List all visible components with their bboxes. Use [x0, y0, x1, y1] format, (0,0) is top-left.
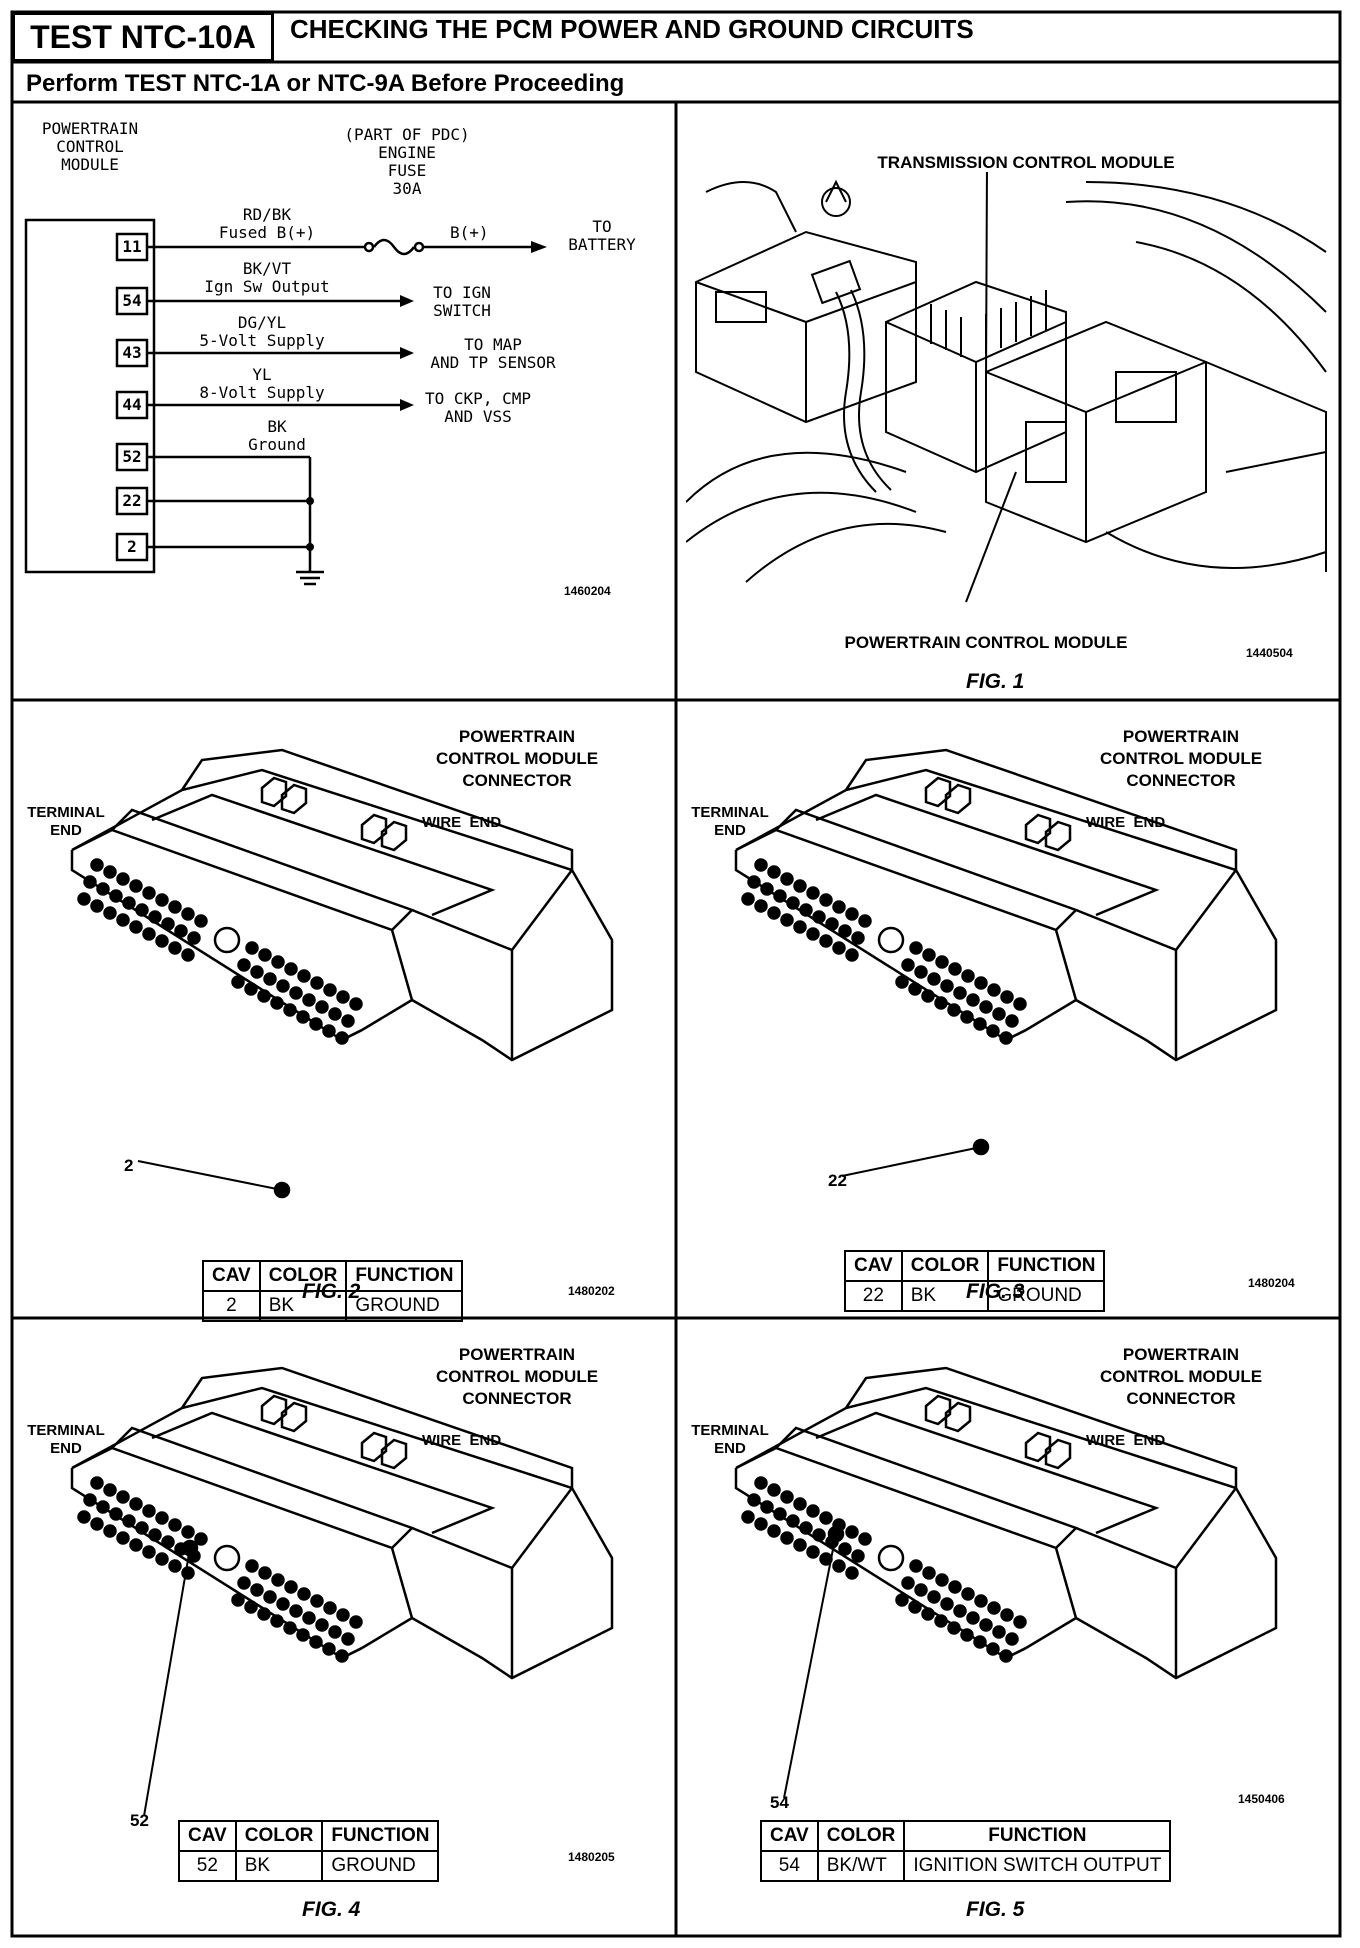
cav-table: CAV COLOR FUNCTION 2 BK GROUND [202, 1260, 464, 1322]
figure-caption: FIG. 2 [302, 1280, 361, 1303]
pin-callout-label: 22 [828, 1171, 847, 1190]
cav-table: CAV COLOR FUNCTION 52 BK GROUND [178, 1820, 440, 1882]
connector-figure-2: POWERTRAIN CONTROL MODULE CONNECTOR TERM… [12, 700, 676, 1322]
figure-code: 1480205 [568, 1850, 615, 1864]
terminal-end-label: TERMINAL END [27, 804, 105, 839]
dest-map-tp: TO MAP AND TP SENSOR [430, 335, 556, 372]
function-cell: GROUND [321, 1850, 440, 1882]
pin-52: 52 [122, 447, 142, 466]
cav-header: CAV [844, 1250, 903, 1282]
figure-code: 1480204 [1248, 1276, 1295, 1290]
wire-label-ground: BK Ground [248, 417, 306, 454]
connector-title: POWERTRAIN CONTROL MODULE CONNECTOR [1099, 727, 1263, 790]
connector-figure-3: POWERTRAIN CONTROL MODULE CONNECTOR TERM… [676, 700, 1340, 1318]
connector-title: POWERTRAIN CONTROL MODULE CONNECTOR [1099, 1345, 1263, 1408]
pin-44: 44 [122, 395, 142, 414]
page-title: CHECKING THE PCM POWER AND GROUND CIRCUI… [290, 14, 974, 44]
fig1-caption: FIG. 1 [966, 670, 1025, 693]
table-row: 52 BK GROUND [178, 1850, 440, 1882]
schematic-lines [24, 218, 547, 586]
cav-cell: 22 [844, 1280, 903, 1312]
figure-caption: FIG. 3 [966, 1280, 1025, 1303]
connector-title: POWERTRAIN CONTROL MODULE CONNECTOR [435, 1345, 599, 1408]
dest-ckp-cmp-vss: TO CKP, CMP AND VSS [425, 389, 531, 426]
wire-label-11: RD/BK Fused B(+) [218, 205, 316, 242]
color-cell: BK/WT [816, 1850, 906, 1882]
function-header: FUNCTION [345, 1260, 464, 1292]
engine-bay-illustration [686, 172, 1327, 603]
color-header: COLOR [258, 1260, 348, 1292]
connector-drawing [734, 748, 1278, 1177]
function-cell: IGNITION SWITCH OUTPUT [903, 1850, 1172, 1882]
color-header: COLOR [816, 1820, 906, 1852]
figure-code: 1450406 [1238, 1792, 1285, 1806]
connector-drawing [734, 1366, 1278, 1799]
figure-caption: FIG. 4 [302, 1898, 361, 1921]
pin-22: 22 [122, 491, 142, 510]
pin-43: 43 [122, 343, 142, 362]
color-cell: BK [234, 1850, 324, 1882]
module-label: POWERTRAIN CONTROL MODULE [41, 119, 139, 174]
cav-table-header: CAV COLOR FUNCTION [844, 1250, 1106, 1282]
cav-table: CAV COLOR FUNCTION 22 BK GROUND [844, 1250, 1106, 1312]
test-id: TEST NTC-10A [12, 12, 274, 62]
wire-label-44: YL 8-Volt Supply [199, 365, 325, 402]
cav-table-header: CAV COLOR FUNCTION [760, 1820, 1172, 1852]
cav-table-header: CAV COLOR FUNCTION [202, 1260, 464, 1292]
pin-2: 2 [127, 537, 137, 556]
cav-table-header: CAV COLOR FUNCTION [178, 1820, 440, 1852]
cav-table: CAV COLOR FUNCTION 54 BK/WT IGNITION SWI… [760, 1820, 1172, 1882]
pdc-label: (PART OF PDC) ENGINE FUSE 30A [344, 125, 470, 198]
dest-ign-switch: TO IGN SWITCH [433, 283, 491, 320]
terminal-end-label: TERMINAL END [691, 1422, 769, 1457]
color-header: COLOR [234, 1820, 324, 1852]
function-cell: GROUND [345, 1290, 464, 1322]
terminal-end-label: TERMINAL END [27, 1422, 105, 1457]
cav-cell: 52 [178, 1850, 237, 1882]
pin-callout-label: 52 [130, 1811, 149, 1830]
pin-callout-label: 54 [770, 1793, 789, 1812]
function-header: FUNCTION [903, 1820, 1172, 1852]
cav-cell: 54 [760, 1850, 819, 1882]
pin-54: 54 [122, 291, 142, 310]
figure-code: 1480202 [568, 1284, 615, 1298]
color-header: COLOR [900, 1250, 990, 1282]
table-row: 54 BK/WT IGNITION SWITCH OUTPUT [760, 1850, 1172, 1882]
connector-drawing [70, 1366, 614, 1817]
function-cell: GROUND [987, 1280, 1106, 1312]
cav-header: CAV [178, 1820, 237, 1852]
pcm-label: POWERTRAIN CONTROL MODULE [844, 633, 1128, 652]
function-header: FUNCTION [987, 1250, 1106, 1282]
table-row: 2 BK GROUND [202, 1290, 464, 1322]
table-row: 22 BK GROUND [844, 1280, 1106, 1312]
wiring-schematic: POWERTRAIN CONTROL MODULE (PART OF PDC) … [12, 102, 676, 700]
cav-cell: 2 [202, 1290, 261, 1322]
fig1-code: 1440504 [1246, 646, 1293, 660]
figure-caption: FIG. 5 [966, 1898, 1025, 1921]
wire-label-43: DG/YL 5-Volt Supply [199, 313, 325, 350]
pin-11: 11 [122, 237, 142, 256]
color-cell: BK [900, 1280, 990, 1312]
fig1-panel: TRANSMISSION CONTROL MODULE [676, 102, 1340, 700]
schematic-code: 1460204 [564, 584, 611, 598]
page-subtitle: Perform TEST NTC-1A or NTC-9A Before Pro… [26, 70, 625, 97]
cav-header: CAV [202, 1260, 261, 1292]
connector-figure-4: POWERTRAIN CONTROL MODULE CONNECTOR TERM… [12, 1318, 676, 1936]
connector-drawing [70, 748, 614, 1199]
terminal-end-label: TERMINAL END [691, 804, 769, 839]
function-header: FUNCTION [321, 1820, 440, 1852]
connector-figure-5: POWERTRAIN CONTROL MODULE CONNECTOR TERM… [676, 1318, 1340, 1936]
color-cell: BK [258, 1290, 348, 1322]
dest-battery: TO BATTERY [568, 217, 636, 254]
connector-title: POWERTRAIN CONTROL MODULE CONNECTOR [435, 727, 599, 790]
pin-callout-label: 2 [124, 1156, 134, 1175]
bplus-label: B(+) [450, 223, 489, 242]
wire-label-54: BK/VT Ign Sw Output [204, 259, 330, 296]
cav-header: CAV [760, 1820, 819, 1852]
tcm-label: TRANSMISSION CONTROL MODULE [877, 153, 1175, 172]
